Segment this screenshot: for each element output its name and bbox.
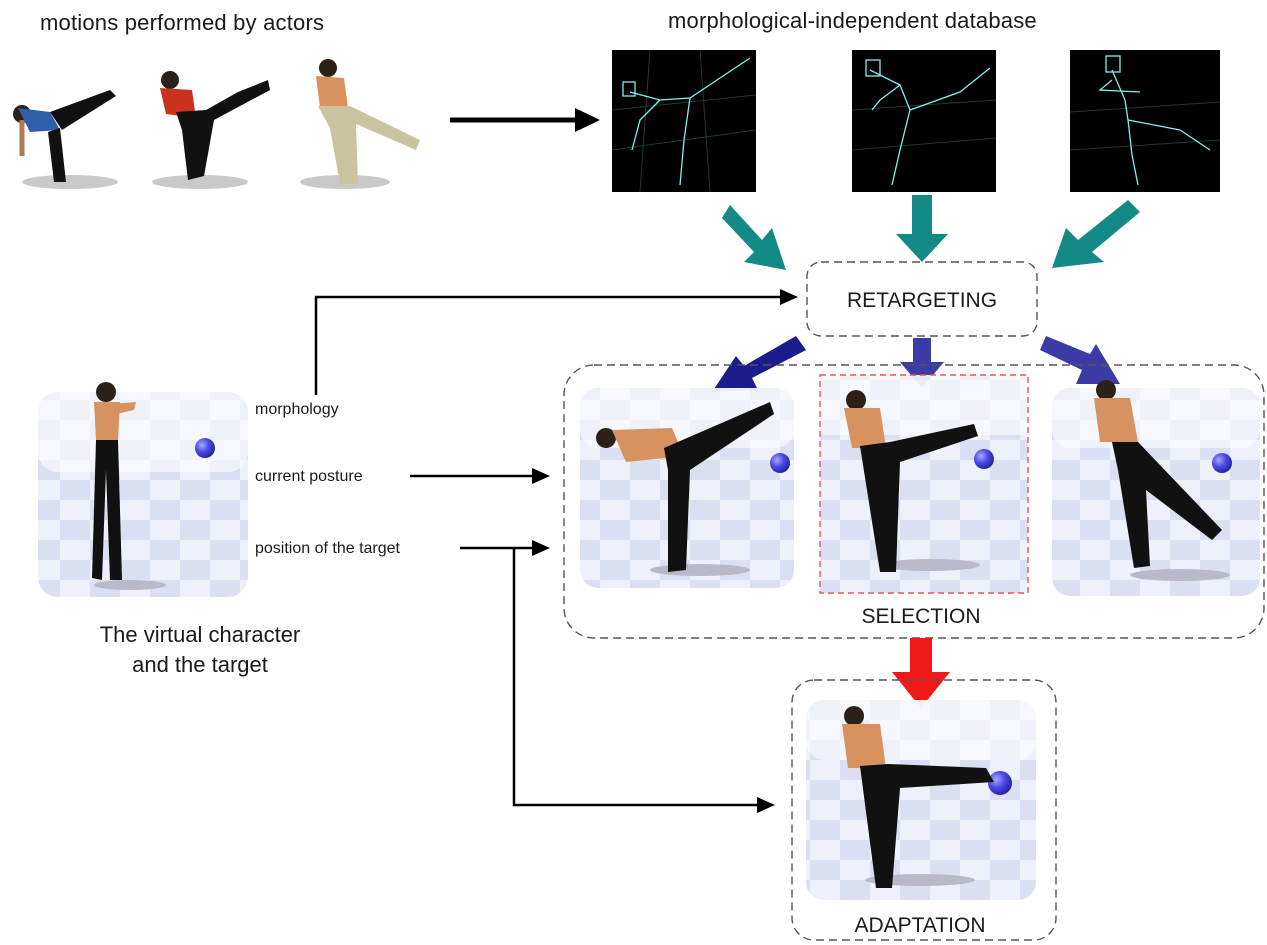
database-to-retargeting-arrows: [722, 195, 1140, 270]
adaptation-box: [791, 679, 1057, 941]
character-caption-line2: and the target: [132, 652, 268, 677]
target-sphere-reached: [988, 771, 1012, 795]
selection-to-adaptation-arrow: [892, 638, 950, 708]
character-caption-line1: The virtual character: [100, 622, 301, 647]
virtual-character-scene: [38, 382, 248, 597]
database-panel-2: [851, 50, 997, 192]
retargeting-label: RETARGETING: [847, 289, 997, 312]
retargeting-box: [806, 261, 1038, 337]
selected-highlight-frame: [819, 374, 1029, 594]
input-label-morphology: morphology: [255, 401, 339, 418]
selection-label: SELECTION: [861, 605, 980, 628]
database-panel-3: [1069, 50, 1221, 192]
adaptation-label: ADAPTATION: [854, 914, 985, 937]
actors-title: motions performed by actors: [40, 10, 324, 35]
actor-figure-2: [152, 71, 270, 189]
adapted-motion: [806, 700, 1036, 900]
input-label-target-position: position of the target: [255, 540, 401, 557]
candidate-motion-3: [1052, 380, 1260, 596]
retargeting-to-selection-arrows: [712, 336, 1120, 392]
actor-figure-3: [300, 59, 420, 189]
actor-figure-1: [13, 90, 118, 189]
database-panel-1: [611, 49, 757, 193]
candidate-motion-2-selected: [819, 374, 1029, 594]
input-label-current-posture: current posture: [255, 468, 363, 485]
target-sphere: [195, 438, 215, 458]
candidate-motion-1: [580, 388, 794, 588]
database-title: morphological-independent database: [668, 8, 1037, 33]
